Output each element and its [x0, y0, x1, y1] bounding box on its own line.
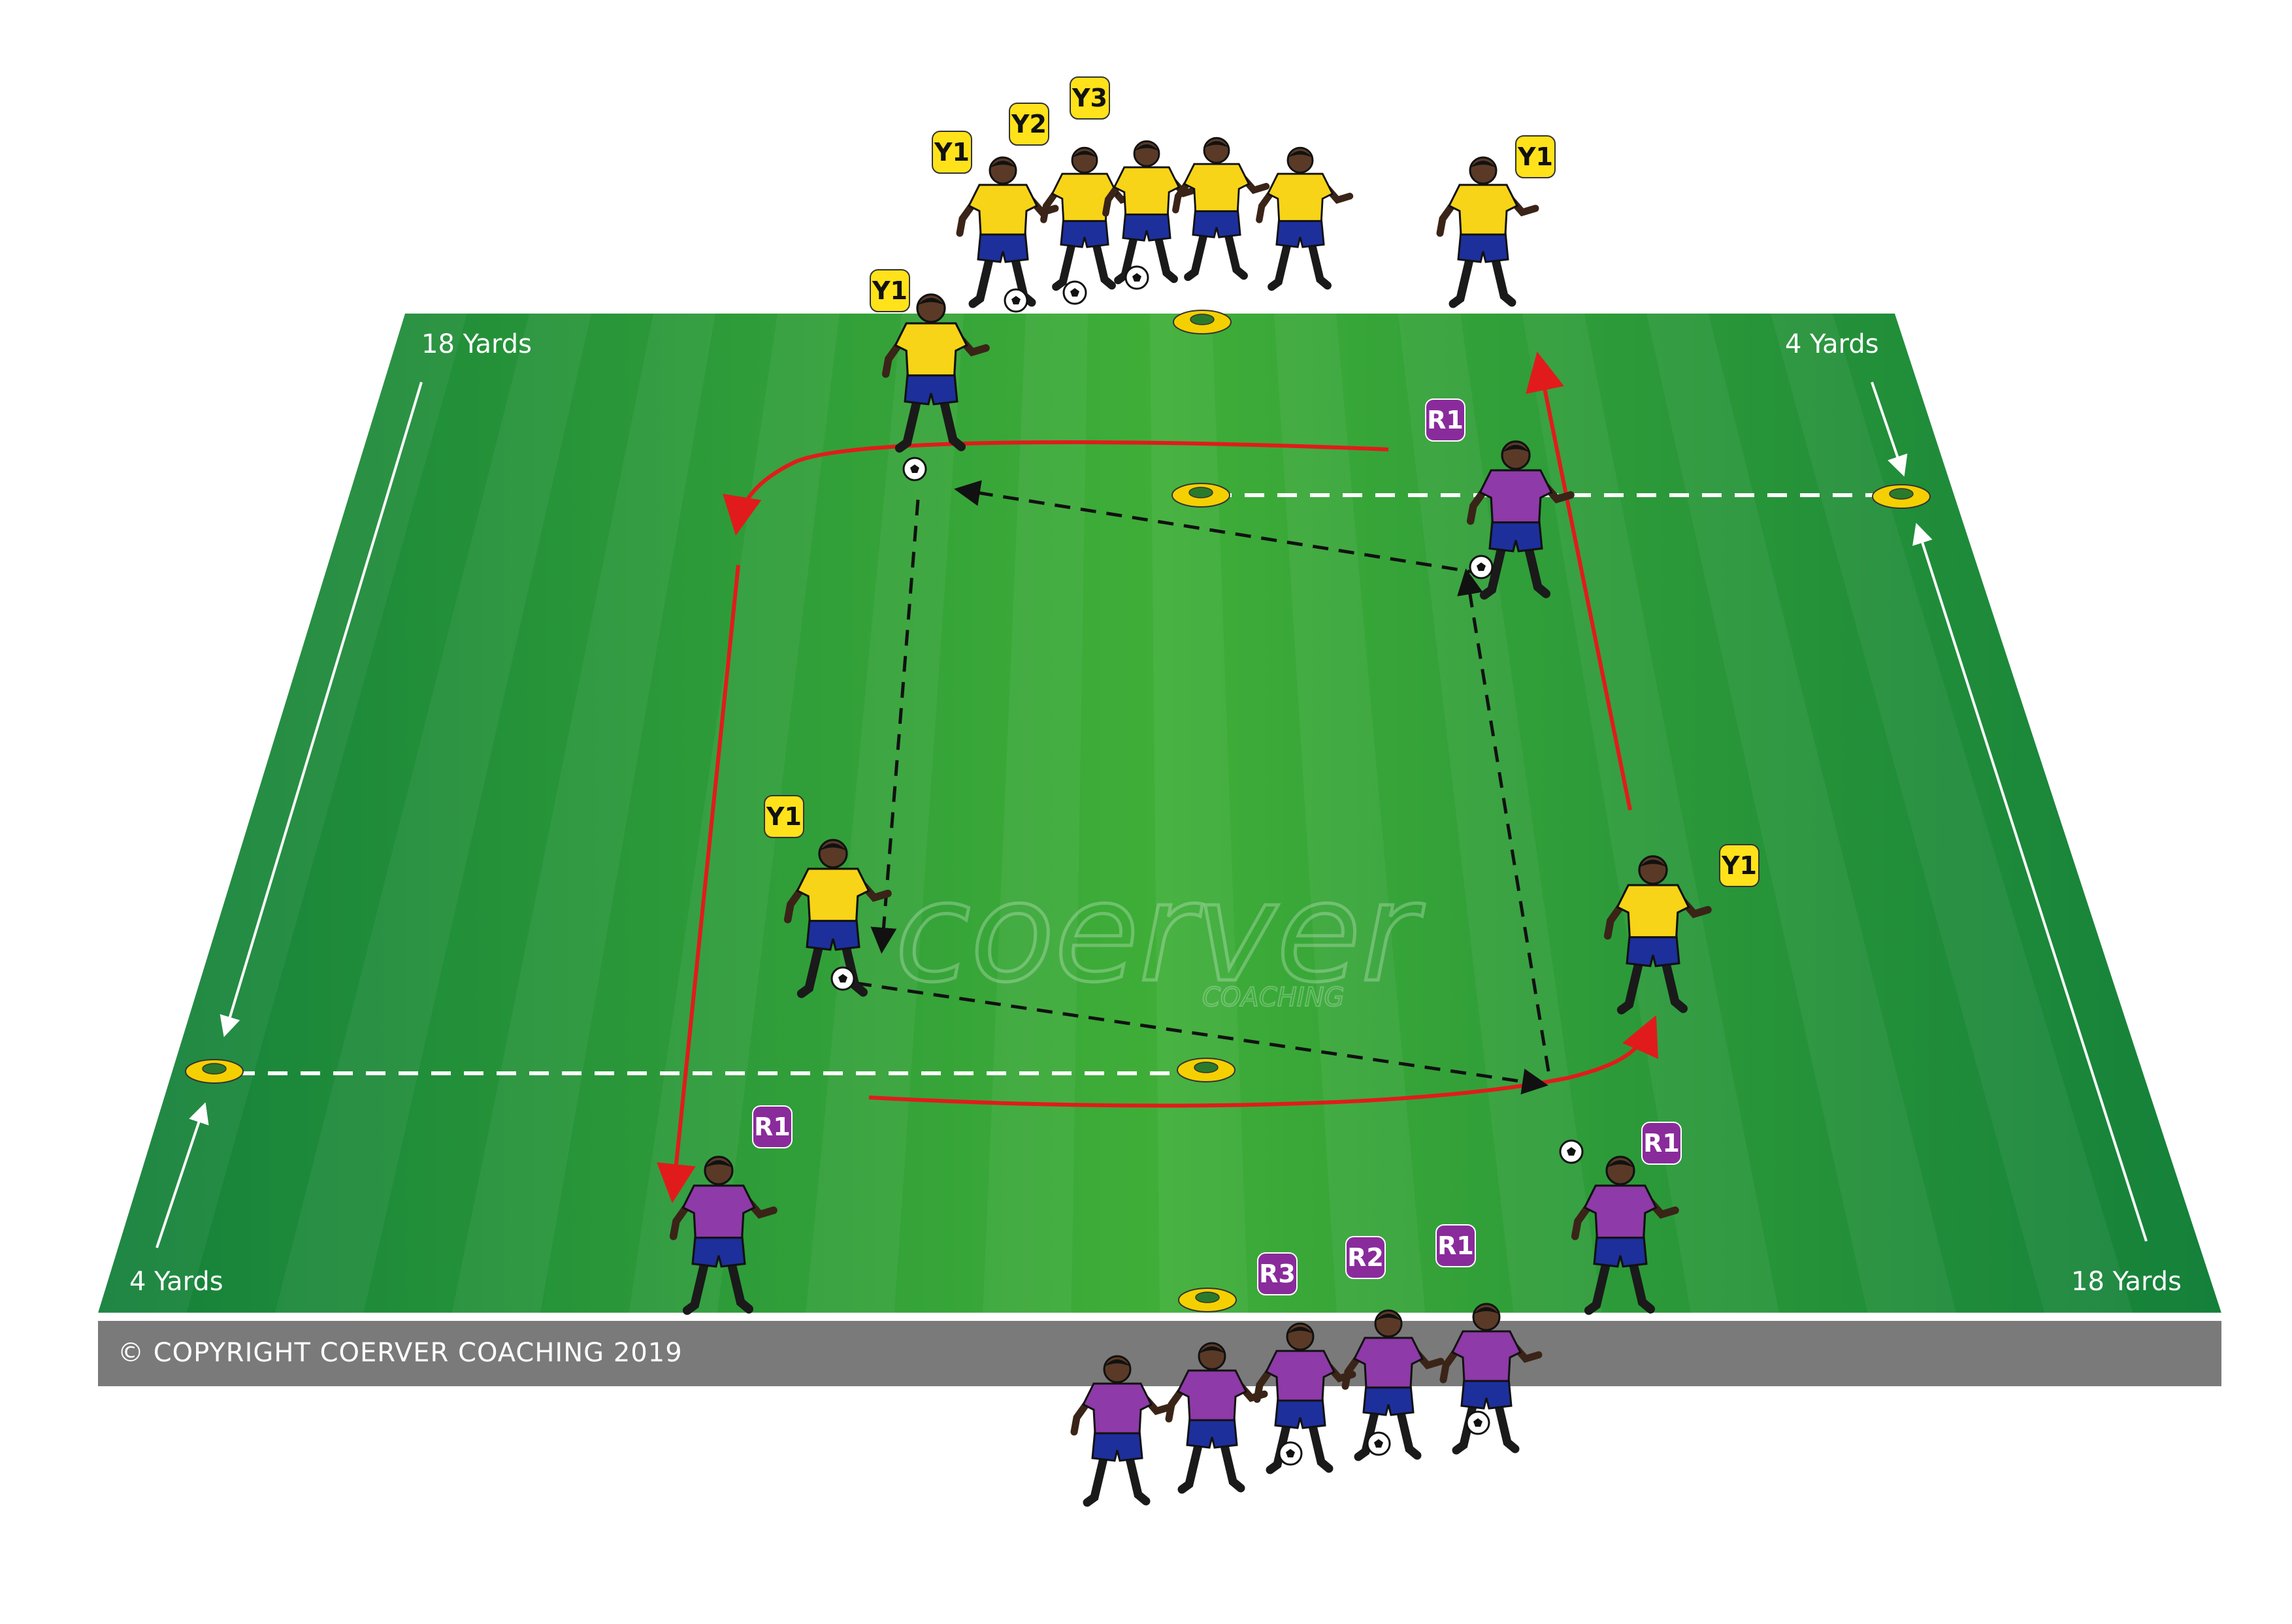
player-red-left [669, 1156, 778, 1315]
tag-r1-right: R1 [1641, 1122, 1682, 1165]
tag-y2-queue: Y2 [1009, 103, 1049, 146]
label-top-left: 18 Yards [421, 329, 532, 359]
svg-text:Y1: Y1 [872, 276, 908, 305]
svg-text:Y1: Y1 [766, 802, 802, 831]
cone-bottom-center [1178, 1288, 1237, 1312]
tag-r1-top: R1 [1425, 398, 1465, 442]
tag-y1-queue: Y1 [932, 131, 972, 174]
svg-text:R1: R1 [1437, 1231, 1474, 1260]
tag-y1-mid-left: Y1 [764, 795, 804, 838]
cone-mid-bottom [1177, 1058, 1236, 1082]
cone-mid-top [1171, 483, 1230, 508]
pass-black-bottom [855, 981, 1548, 1095]
svg-text:Y1: Y1 [1721, 851, 1757, 880]
cone-right [1872, 484, 1931, 509]
player-yellow-queue-4 [1172, 137, 1270, 282]
ball-queue-2 [1062, 280, 1087, 305]
run-red-right [1526, 351, 1632, 811]
copyright-text: © COPYRIGHT COERVER COACHING 2019 [118, 1338, 683, 1368]
pass-black-left [870, 499, 920, 954]
label-bottom-right: 18 Yards [2071, 1267, 2182, 1297]
grass-stripe [98, 314, 467, 1313]
tag-r1-left: R1 [752, 1105, 793, 1148]
player-yellow-mid-left [783, 839, 892, 998]
grass-stripe [1646, 314, 1956, 1313]
svg-text:Y1: Y1 [934, 138, 970, 167]
label-top-right: 4 Yards [1785, 329, 1879, 359]
player-red-queue-4 [1341, 1309, 1445, 1461]
grass-stripe [274, 314, 591, 1313]
svg-text:R1: R1 [1643, 1129, 1680, 1158]
player-red-top [1466, 440, 1575, 600]
svg-text:Y1: Y1 [1517, 142, 1553, 171]
ball-red-right [1559, 1139, 1584, 1164]
player-yellow-queue-2 [1040, 146, 1138, 291]
svg-text:R2: R2 [1347, 1243, 1384, 1272]
tag-y1-right: Y1 [1719, 844, 1760, 887]
dimension-arrow-right-short [1871, 382, 1908, 477]
grass-stripe [1522, 314, 1779, 1313]
ball-red-queue-1 [1278, 1441, 1303, 1466]
ball-start [902, 457, 927, 481]
cone-top-center [1173, 310, 1232, 334]
tag-y3-queue: Y3 [1070, 76, 1110, 120]
player-red-queue-2 [1165, 1342, 1268, 1494]
grass-stripe [629, 314, 840, 1313]
ball-queue-1 [1004, 288, 1028, 313]
grass-stripe [806, 314, 964, 1313]
player-yellow-queue-5 [1256, 146, 1354, 291]
player-red-right [1571, 1156, 1679, 1315]
dimension-arrow-right [1912, 523, 2148, 1242]
player-red-queue-5 [1439, 1303, 1543, 1455]
ball-queue-3 [1124, 265, 1149, 290]
pass-black-right [1457, 568, 1550, 1072]
grass-stripe [983, 314, 1088, 1313]
svg-text:Y2: Y2 [1011, 110, 1047, 138]
svg-text:Y3: Y3 [1072, 84, 1107, 112]
player-red-queue-1 [1070, 1355, 1173, 1507]
run-red-left [657, 564, 740, 1203]
pitch-surface [98, 314, 2221, 1313]
tag-y1-top-right: Y1 [1515, 135, 1556, 178]
svg-text:R3: R3 [1259, 1259, 1296, 1288]
svg-text:R1: R1 [754, 1112, 791, 1141]
run-red-bottom [868, 1015, 1658, 1108]
ball-red-top [1469, 555, 1494, 579]
dimension-arrow-left [220, 382, 423, 1037]
ball-red-queue-2 [1366, 1431, 1391, 1456]
player-yellow-right [1603, 855, 1712, 1015]
player-yellow-queue-3 [1102, 140, 1200, 285]
grass-stripe [451, 314, 715, 1313]
player-yellow-queue-1 [956, 156, 1059, 308]
pass-black-top [954, 479, 1484, 576]
svg-text:R1: R1 [1427, 406, 1464, 434]
run-red-top [723, 440, 1389, 536]
ball-mid-left [830, 966, 855, 991]
tag-y1-start: Y1 [870, 269, 910, 312]
tag-r2-queue: R2 [1345, 1236, 1386, 1279]
watermark-logo: coerver [895, 853, 1425, 1013]
player-yellow-top-right [1436, 156, 1539, 308]
label-bottom-left: 4 Yards [129, 1267, 223, 1297]
ball-red-queue-3 [1465, 1410, 1490, 1435]
grass-stripe [1398, 314, 1603, 1313]
tag-r1-queue: R1 [1435, 1224, 1476, 1267]
watermark-subtext: COACHING [1202, 983, 1345, 1013]
dimension-arrow-left-short [156, 1102, 209, 1248]
copyright-band [98, 1321, 2221, 1386]
tag-r3-queue: R3 [1257, 1252, 1298, 1295]
player-yellow-start [881, 293, 990, 453]
grass-stripe [1771, 314, 2133, 1313]
cone-left [185, 1059, 244, 1084]
